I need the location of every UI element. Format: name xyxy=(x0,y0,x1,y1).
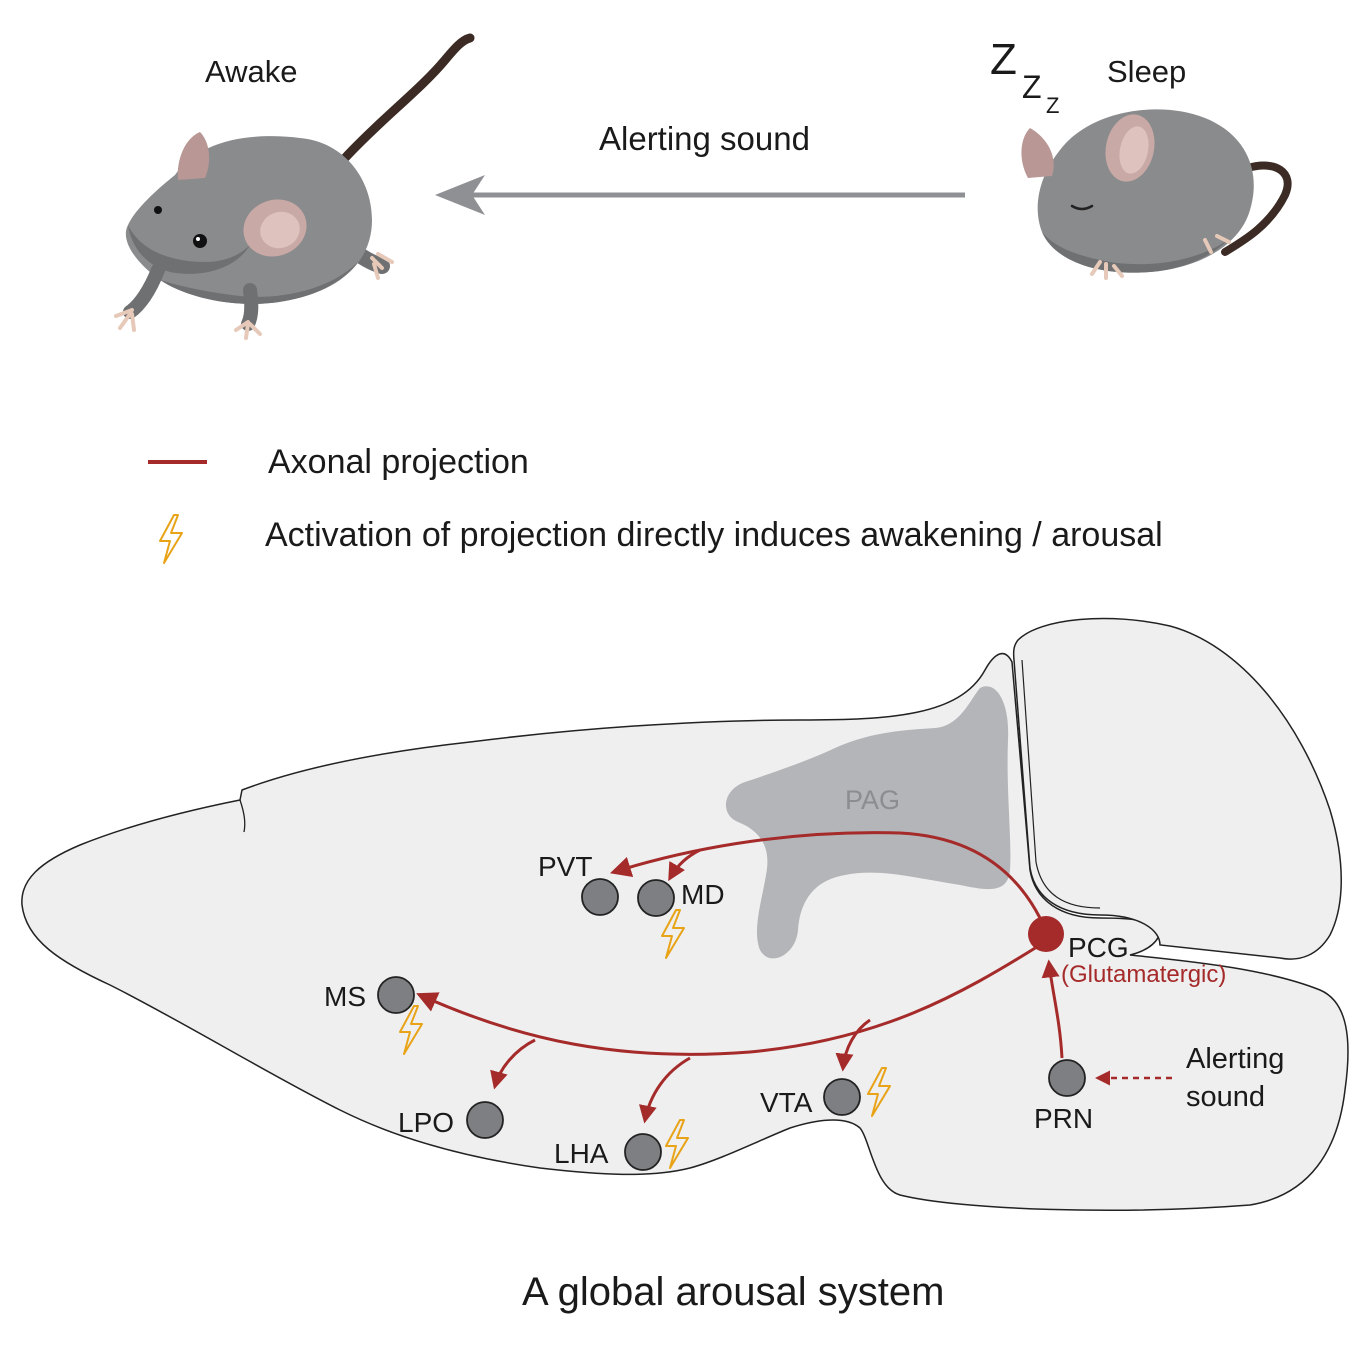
projection-pcg-ms xyxy=(416,943,1041,1056)
zzz-medium: Z xyxy=(1022,69,1042,105)
nucleus-lpo xyxy=(466,1101,504,1139)
pcg-label: PCG xyxy=(1068,932,1129,963)
projection-pcg-pvt xyxy=(609,831,1042,919)
stimulus-label-line2: sound xyxy=(1186,1081,1265,1113)
pcg-sublabel: (Glutamatergic) xyxy=(1061,961,1226,988)
nucleus-pcg xyxy=(1028,916,1064,952)
sleep-label: Sleep xyxy=(1107,54,1186,89)
stimulus-label-line1: Alerting xyxy=(1186,1043,1284,1075)
nucleus-lha xyxy=(624,1133,662,1171)
projection-prn-pcg xyxy=(1041,959,1064,1059)
nucleus-prn xyxy=(1048,1059,1086,1097)
awake-label: Awake xyxy=(205,54,298,89)
lightning-bolt-icon xyxy=(158,513,184,565)
lpo-label: LPO xyxy=(398,1107,454,1138)
zzz-small: Z xyxy=(1046,93,1059,118)
projection-legend-label: Axonal projection xyxy=(268,443,529,481)
nucleus-vta xyxy=(823,1078,861,1116)
activation-legend-label: Activation of projection directly induce… xyxy=(265,516,1163,554)
prn-label: PRN xyxy=(1034,1103,1093,1134)
projections xyxy=(416,831,1172,1124)
ms-label: MS xyxy=(324,981,366,1012)
sleeping-mouse-icon xyxy=(1021,109,1292,280)
vta-label: VTA xyxy=(760,1087,813,1118)
pag-label: PAG xyxy=(845,785,900,815)
caption: A global arousal system xyxy=(522,1270,944,1314)
projection-branch-vta xyxy=(835,1018,871,1072)
lha-label: LHA xyxy=(554,1138,609,1169)
md-label: MD xyxy=(681,879,725,910)
nucleus-ms xyxy=(377,976,415,1014)
nucleus-md xyxy=(637,879,675,917)
awake-mouse-icon xyxy=(114,33,475,340)
projection-branch-md xyxy=(668,848,701,882)
zzz-large: Z xyxy=(990,35,1017,84)
legend: Axonal projection Activation of projecti… xyxy=(148,443,1163,565)
transition-arrow xyxy=(435,175,965,215)
projection-branch-lpo xyxy=(490,1038,536,1090)
nucleus-pvt xyxy=(581,878,619,916)
projection-branch-lha xyxy=(639,1056,691,1124)
brain-outline xyxy=(21,617,1349,1211)
nuclei xyxy=(377,878,1086,1171)
pvt-label: PVT xyxy=(538,851,592,882)
transition-label: Alerting sound xyxy=(599,120,810,157)
pag-region xyxy=(725,686,1011,959)
